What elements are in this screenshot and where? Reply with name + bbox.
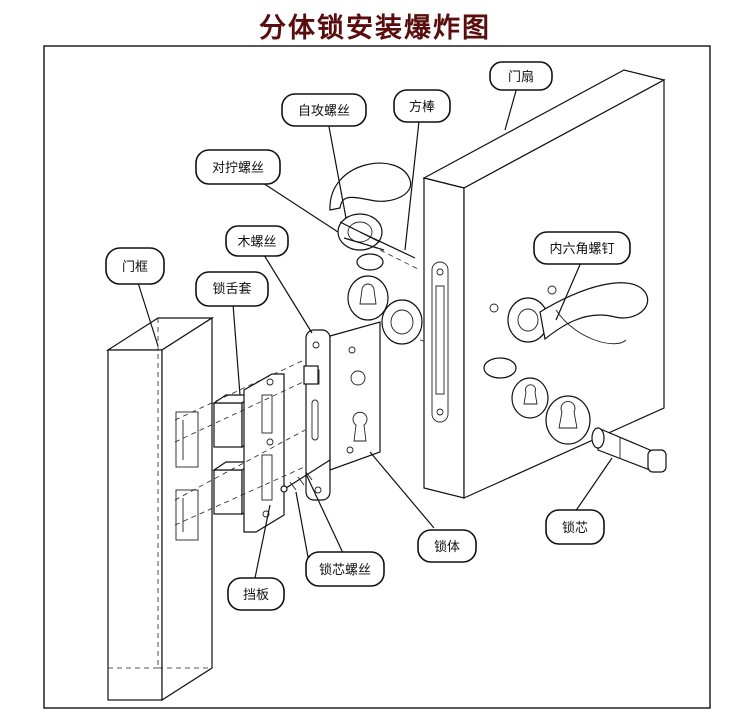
lock-cylinder-drawing (591, 427, 667, 473)
diagram-border (43, 45, 711, 709)
label-latch-sleeve: 锁舌套 (212, 281, 251, 297)
callout-latch-sleeve: 锁舌套 (195, 271, 269, 307)
rosette-drawing (347, 253, 423, 345)
label-through-screw: 对拧螺丝 (212, 161, 264, 176)
label-self-tapping-screw: 自攻螺丝 (298, 104, 350, 119)
callout-lock-cylinder: 锁芯 (545, 509, 605, 545)
label-door-leaf: 门扇 (508, 69, 534, 85)
label-cylinder-screw: 锁芯螺丝 (319, 562, 371, 578)
label-lock-cylinder: 锁芯 (562, 520, 588, 536)
right-rosette-drawing (483, 357, 591, 445)
label-door-frame: 门框 (122, 260, 148, 275)
right-handle-drawing (489, 282, 649, 345)
strike-plate-drawing (243, 373, 285, 533)
callout-door-frame: 门框 (105, 247, 165, 285)
callout-lock-body: 锁体 (417, 529, 477, 563)
label-strike-plate: 挡板 (243, 588, 269, 603)
callout-wood-screw: 木螺丝 (225, 225, 289, 257)
label-wood-screw: 木螺丝 (237, 235, 276, 250)
left-handle-drawing (329, 162, 416, 259)
lock-body-drawing (303, 321, 381, 501)
callout-strike-plate: 挡板 (227, 577, 285, 611)
label-hex-screw: 内六角螺钉 (549, 241, 614, 257)
label-lock-body: 锁体 (434, 539, 460, 555)
callout-square-bar: 方棒 (393, 89, 451, 123)
callout-hex-screw: 内六角螺钉 (533, 231, 631, 265)
callout-door-leaf: 门扇 (489, 61, 553, 91)
callout-cylinder-screw: 锁芯螺丝 (305, 551, 385, 587)
callout-through-screw: 对拧螺丝 (195, 149, 281, 185)
label-square-bar: 方棒 (409, 99, 435, 115)
cylinder-screw-drawing (280, 459, 331, 493)
diagram-title: 分体锁安装爆炸图 (259, 13, 491, 44)
callout-self-tapping-screw: 自攻螺丝 (281, 93, 367, 127)
door-frame-drawing (105, 316, 215, 702)
